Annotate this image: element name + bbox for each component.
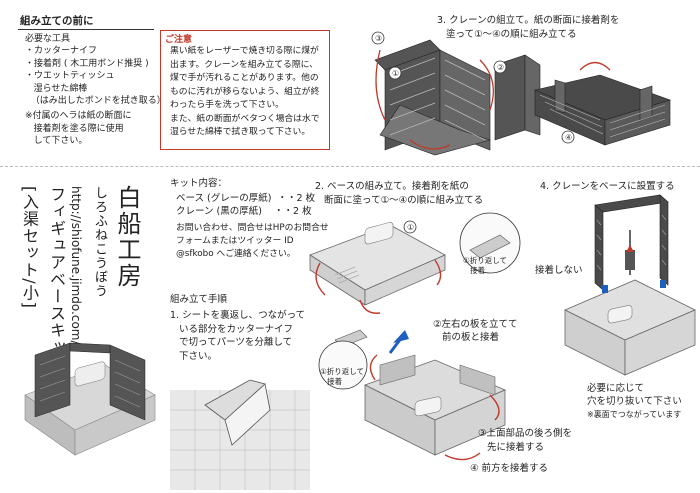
step4-title: 4. クレーンをベースに設置する [540,181,675,192]
tool-item: （はみ出したボンドを拭き取る） [25,96,166,106]
step3-title: 3. クレーンの組立て。紙の断面に接着剤を 塗って①〜④の順に組み立てる [437,15,620,40]
crane-frame-right [494,54,541,141]
label-4 [561,130,575,144]
zoom-circle-bottom [318,340,368,390]
base-assembly-illustration: ① [309,212,521,461]
front-note: ④ 前方を接着する [470,463,549,474]
procedure-title: 組み立て手順 [170,294,228,305]
brand-kana: しろふねこうぼう [92,186,107,298]
crane-on-base-illustration [564,194,696,376]
cutting-illustration [170,379,310,490]
svg-text:①: ① [407,223,414,232]
kit-title: キット内容： [170,178,228,189]
label-2-text: ② [497,63,504,72]
crane-frame-left [374,39,492,156]
step2-title: 2. ベースの組み立て。接着剤を紙の 断面に塗って①〜④の順に組み立てる [315,181,484,206]
caution-box: ご注意 黒い紙をレーザーで焼き切る際に煤が 出ます。クレーンを組み立てる際に、 … [160,30,330,150]
no-glue-label: 接着しない [535,265,583,276]
tools-heading: 必要な工具 [25,34,71,44]
tool-item: 湿らせた綿棒 [25,83,88,94]
hole-note: 必要に応じて 穴を切り抜いて下さい [587,383,682,407]
caution-body: 黒い紙をレーザーで焼き切る際に煤が 出ます。クレーンを組み立てる際に、 煤で手が… [170,46,320,137]
kit-item: クレーン (黒の厚紙) ・・2 枚 [176,206,312,217]
brand-url[interactable]: http://shiofune.jimdo.com/ [69,186,83,345]
label-1 [388,66,402,80]
kit-item: ベース (グレーの厚紙) ・・2 枚 [176,193,316,204]
procedure-step1: 1. シートを裏返し、つながって いる部分をカッターナイフ で切ってパーツを分離… [170,310,306,362]
label-3-text: ③ [375,34,382,43]
contact-info: お問い合わせ、問合せはHPのお問合せ フォームまたはツイッター ID @sfko… [176,223,329,259]
before-title: 組み立ての前に [20,15,94,27]
tool-item: ・ウエットティッシュ [25,71,115,81]
kit-items: ベース (グレーの厚紙) ・・2 枚 クレーン (黒の厚紙) ・・2 枚 [176,192,315,218]
tool-item: ・カッターナイフ [25,46,98,56]
crane-assembly-illustration: ③ ① ② ④ [371,31,671,156]
side-note: ②左右の板を立てて 前の板と接着 [433,319,518,343]
brand-name: 白船工房 [113,185,141,289]
hole-subnote: ※裏面でつながっています [587,410,682,419]
label-3 [371,31,385,45]
fold-line-top [0,166,700,167]
label-1-text: ① [392,69,399,78]
caution-title: ご注意 [165,35,193,45]
spatula-note: ※付属のヘラは紙の断面に 接着剤を塗る際に使用 して下さい。 [25,111,132,146]
label-4-text: ④ [565,133,572,142]
crane-finished [534,74,671,146]
product-variant: [入渠セット/小] [20,186,39,309]
product-render [24,342,156,456]
before-title-rule [18,29,154,30]
back-note: ③上面部品の後ろ側を 先に接着する [478,428,573,453]
fold-note-2: ①折り返して 接着 [320,367,364,386]
tools-list: ・カッターナイフ ・接着剤 ( 木工用ボンド推奨 ) ・ウエットティッシュ 湿ら… [25,45,166,108]
fold-note-1: ①折り返して 接着 [463,256,507,275]
label-2 [493,60,507,74]
tool-item: ・接着剤 ( 木工用ボンド推奨 ) [25,58,149,69]
product-name: フィギュアベースキット [47,186,66,373]
